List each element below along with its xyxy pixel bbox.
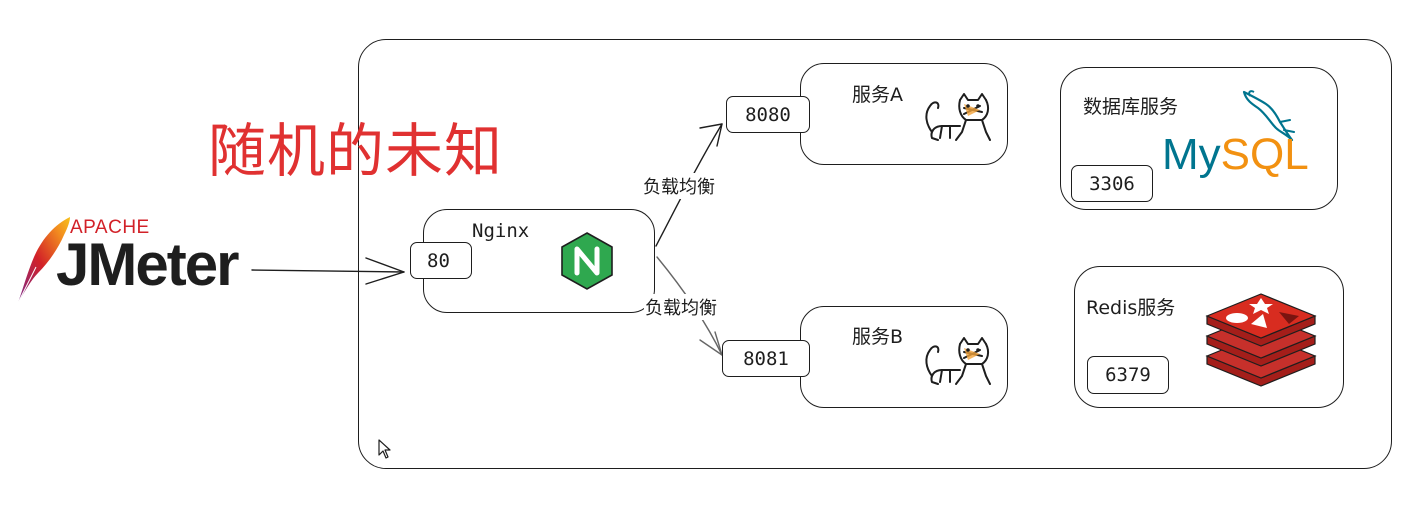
mysql-logo: MySQL [1162,128,1309,182]
service-b-label: 服务B [852,326,904,348]
annotation-text: 随机的未知 [208,117,504,185]
server-container [358,39,1392,469]
apache-text: APACHE [70,217,150,238]
nginx-hexagon-icon [561,232,613,290]
nginx-label: Nginx [472,220,530,242]
redis-icon [1205,293,1317,387]
redis-label: Redis服务 [1086,297,1176,319]
mysql-logo-sql: SQL [1220,130,1309,179]
jmeter-logo: APACHE JMeter [14,215,254,305]
service-a-label: 服务A [852,84,903,106]
mysql-logo-my: My [1162,130,1221,179]
tomcat-icon [925,93,991,141]
mysql-node[interactable] [1060,67,1338,210]
service-a-port: 8080 [726,96,810,133]
mysql-label: 数据库服务 [1083,96,1179,118]
redis-node[interactable] [1074,266,1344,408]
arrow-jmeter-to-nginx [251,269,405,273]
edge-label-lb-bottom: 负载均衡 [644,294,718,320]
edge-label-lb-top: 负载均衡 [642,173,716,199]
redis-port: 6379 [1087,356,1169,394]
feather-icon [17,217,70,304]
jmeter-brand-text: JMeter [56,231,239,298]
mysql-port: 3306 [1071,165,1153,202]
nginx-port: 80 [410,242,472,279]
mouse-cursor-icon [378,439,391,459]
dolphin-icon [1242,90,1295,142]
service-b-port: 8081 [722,340,810,377]
tomcat-icon [925,337,991,385]
